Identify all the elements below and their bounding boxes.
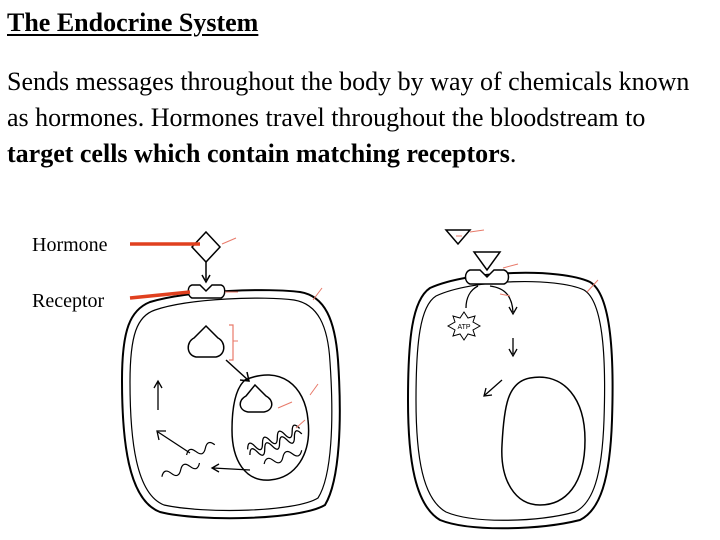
right-nucleus	[501, 376, 586, 506]
receptor-pointer	[129, 290, 191, 300]
left-target-cell	[120, 289, 341, 520]
slide-body: Sends messages throughout the body by wa…	[7, 64, 712, 172]
annotation-ticks-right	[499, 279, 599, 297]
body-text-period: .	[509, 139, 517, 168]
right-bound-hormone	[472, 251, 502, 272]
right-hormone-triangle	[444, 229, 472, 246]
mrna-squiggle-3	[186, 441, 216, 456]
complex-arrow	[225, 359, 249, 381]
receptor-shape	[187, 284, 226, 299]
protein-arrow-diag	[157, 431, 191, 454]
mrna-squiggle-2	[161, 462, 201, 477]
receptor-label: Receptor	[32, 290, 105, 312]
right-receptor	[464, 269, 510, 285]
left-nucleus	[231, 374, 310, 481]
body-text-emphasis: target cells which contain matching rece…	[7, 139, 510, 168]
right-atp-arrow	[465, 285, 479, 309]
right-signal-arrow	[489, 285, 514, 313]
hormone-label: Hormone	[32, 234, 108, 256]
atp-burst-icon: ATP	[446, 311, 482, 341]
nuclear-complex	[239, 383, 273, 413]
slide-title: The Endocrine System	[7, 8, 259, 37]
annotation-ticks-left	[221, 237, 323, 429]
mrna-arrow-out	[212, 467, 251, 471]
hormone-receptor-complex	[187, 324, 225, 358]
atp-label: ATP	[457, 324, 470, 331]
body-text-intro: Sends messages throughout the body by wa…	[7, 67, 690, 132]
dna-strand	[247, 424, 301, 451]
mrna-squiggle-1	[263, 450, 303, 465]
right-target-cell	[406, 271, 614, 530]
right-diag-arrow	[484, 379, 503, 396]
hormone-diamond	[190, 230, 222, 264]
